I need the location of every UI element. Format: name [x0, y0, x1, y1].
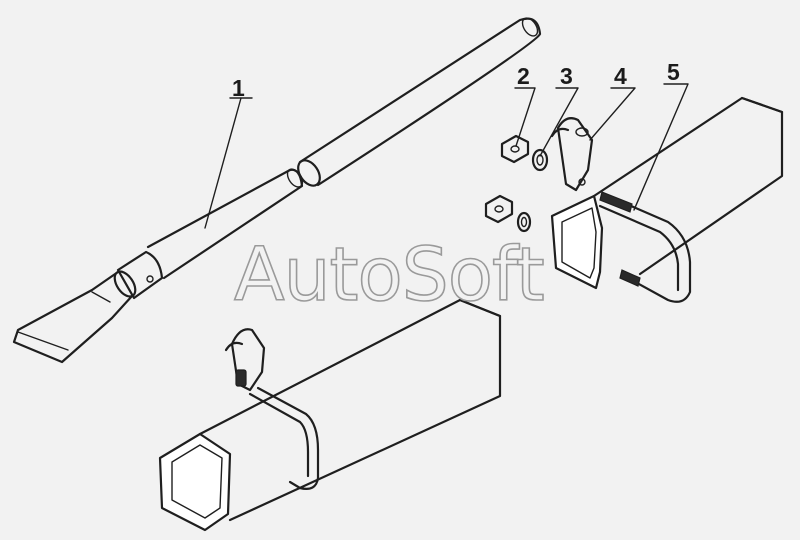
- frame-tube-upper: [550, 96, 784, 303]
- frame-tube-lower: [158, 298, 502, 532]
- callout-4: 4: [614, 63, 627, 89]
- part-3-washers: [516, 148, 549, 233]
- callout-3: 3: [560, 63, 573, 89]
- callout-2: 2: [517, 63, 530, 89]
- part-4-clamp: [550, 117, 594, 192]
- part-2-nuts: [484, 134, 530, 224]
- leader-lines: [204, 83, 689, 229]
- watermark-text: AutoSoft: [234, 232, 544, 318]
- part-1-tool: [12, 17, 542, 364]
- callout-5: 5: [667, 59, 680, 85]
- callout-1: 1: [232, 75, 245, 101]
